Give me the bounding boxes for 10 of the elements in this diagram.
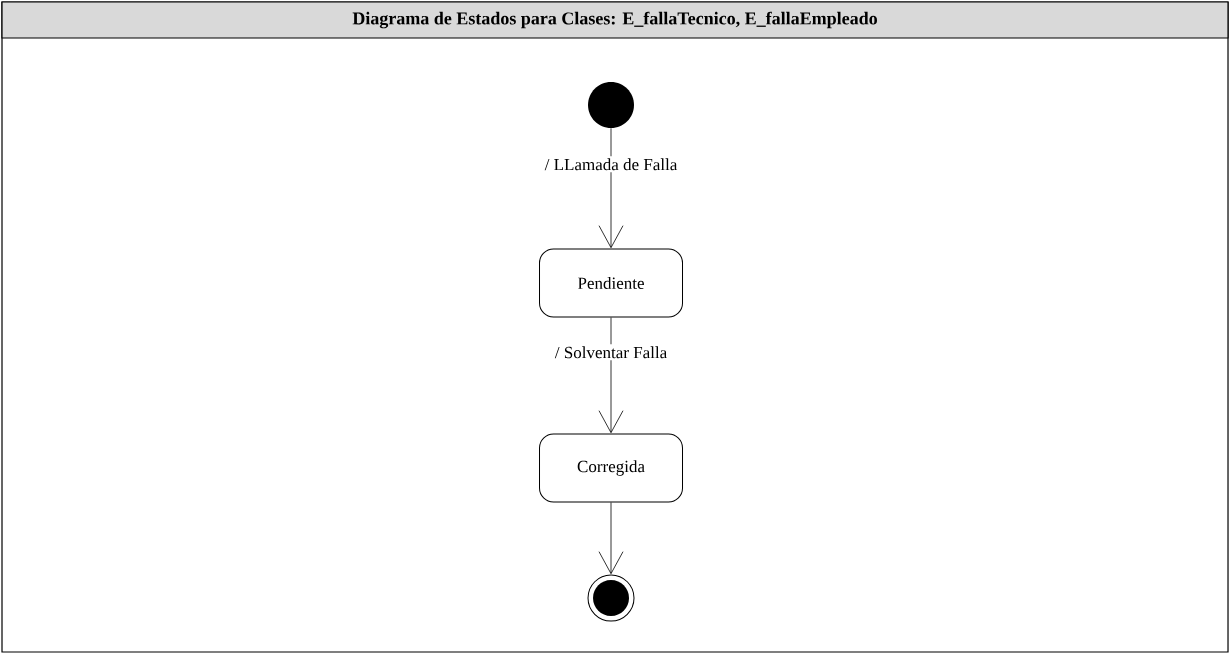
final-state [587,574,635,622]
initial-state [588,82,634,128]
transition-label: / LLamada de Falla [542,156,680,173]
title-bar: Diagrama de Estados para Clases: E_fallaTecnico, E_fallaEmpleado [1,1,1229,39]
state-box: Corregida [539,433,683,503]
state-box: Pendiente [539,248,683,318]
transition-arrow [598,127,624,249]
transition-label: / Solventar Falla [552,344,670,361]
transition-arrow [598,502,624,575]
transition-arrow [598,317,624,434]
